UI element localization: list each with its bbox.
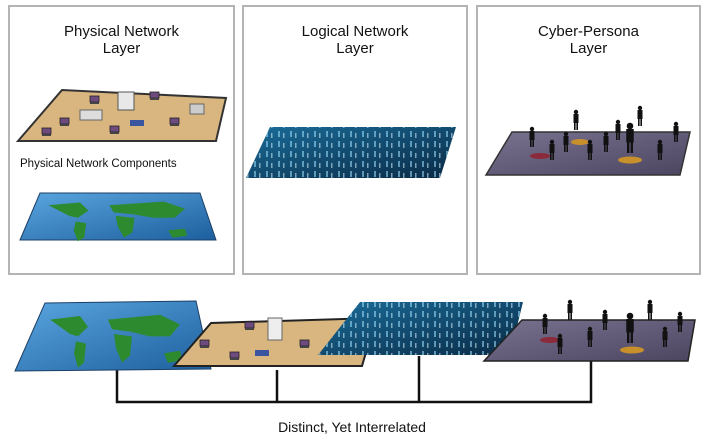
logical-network-image — [246, 127, 456, 178]
connector-lines — [115, 352, 593, 404]
bottom-world-map — [14, 300, 212, 372]
physical-components-caption: Physical Network Components — [20, 158, 177, 170]
bottom-cyber-persona — [482, 299, 696, 362]
footer-caption: Distinct, Yet Interrelated — [278, 419, 426, 435]
title-line: Cyber-Persona — [538, 23, 639, 40]
title-line: Layer — [336, 40, 374, 57]
physical-components-image — [15, 88, 228, 142]
title-line: Physical Network — [63, 23, 180, 40]
title-line: Layer — [102, 40, 141, 57]
title-line: Layer — [569, 40, 608, 57]
bottom-logical-network — [318, 302, 523, 355]
world-map-image — [19, 192, 217, 242]
title-line: Logical Network — [301, 23, 409, 40]
cyber-persona-image — [484, 105, 691, 176]
